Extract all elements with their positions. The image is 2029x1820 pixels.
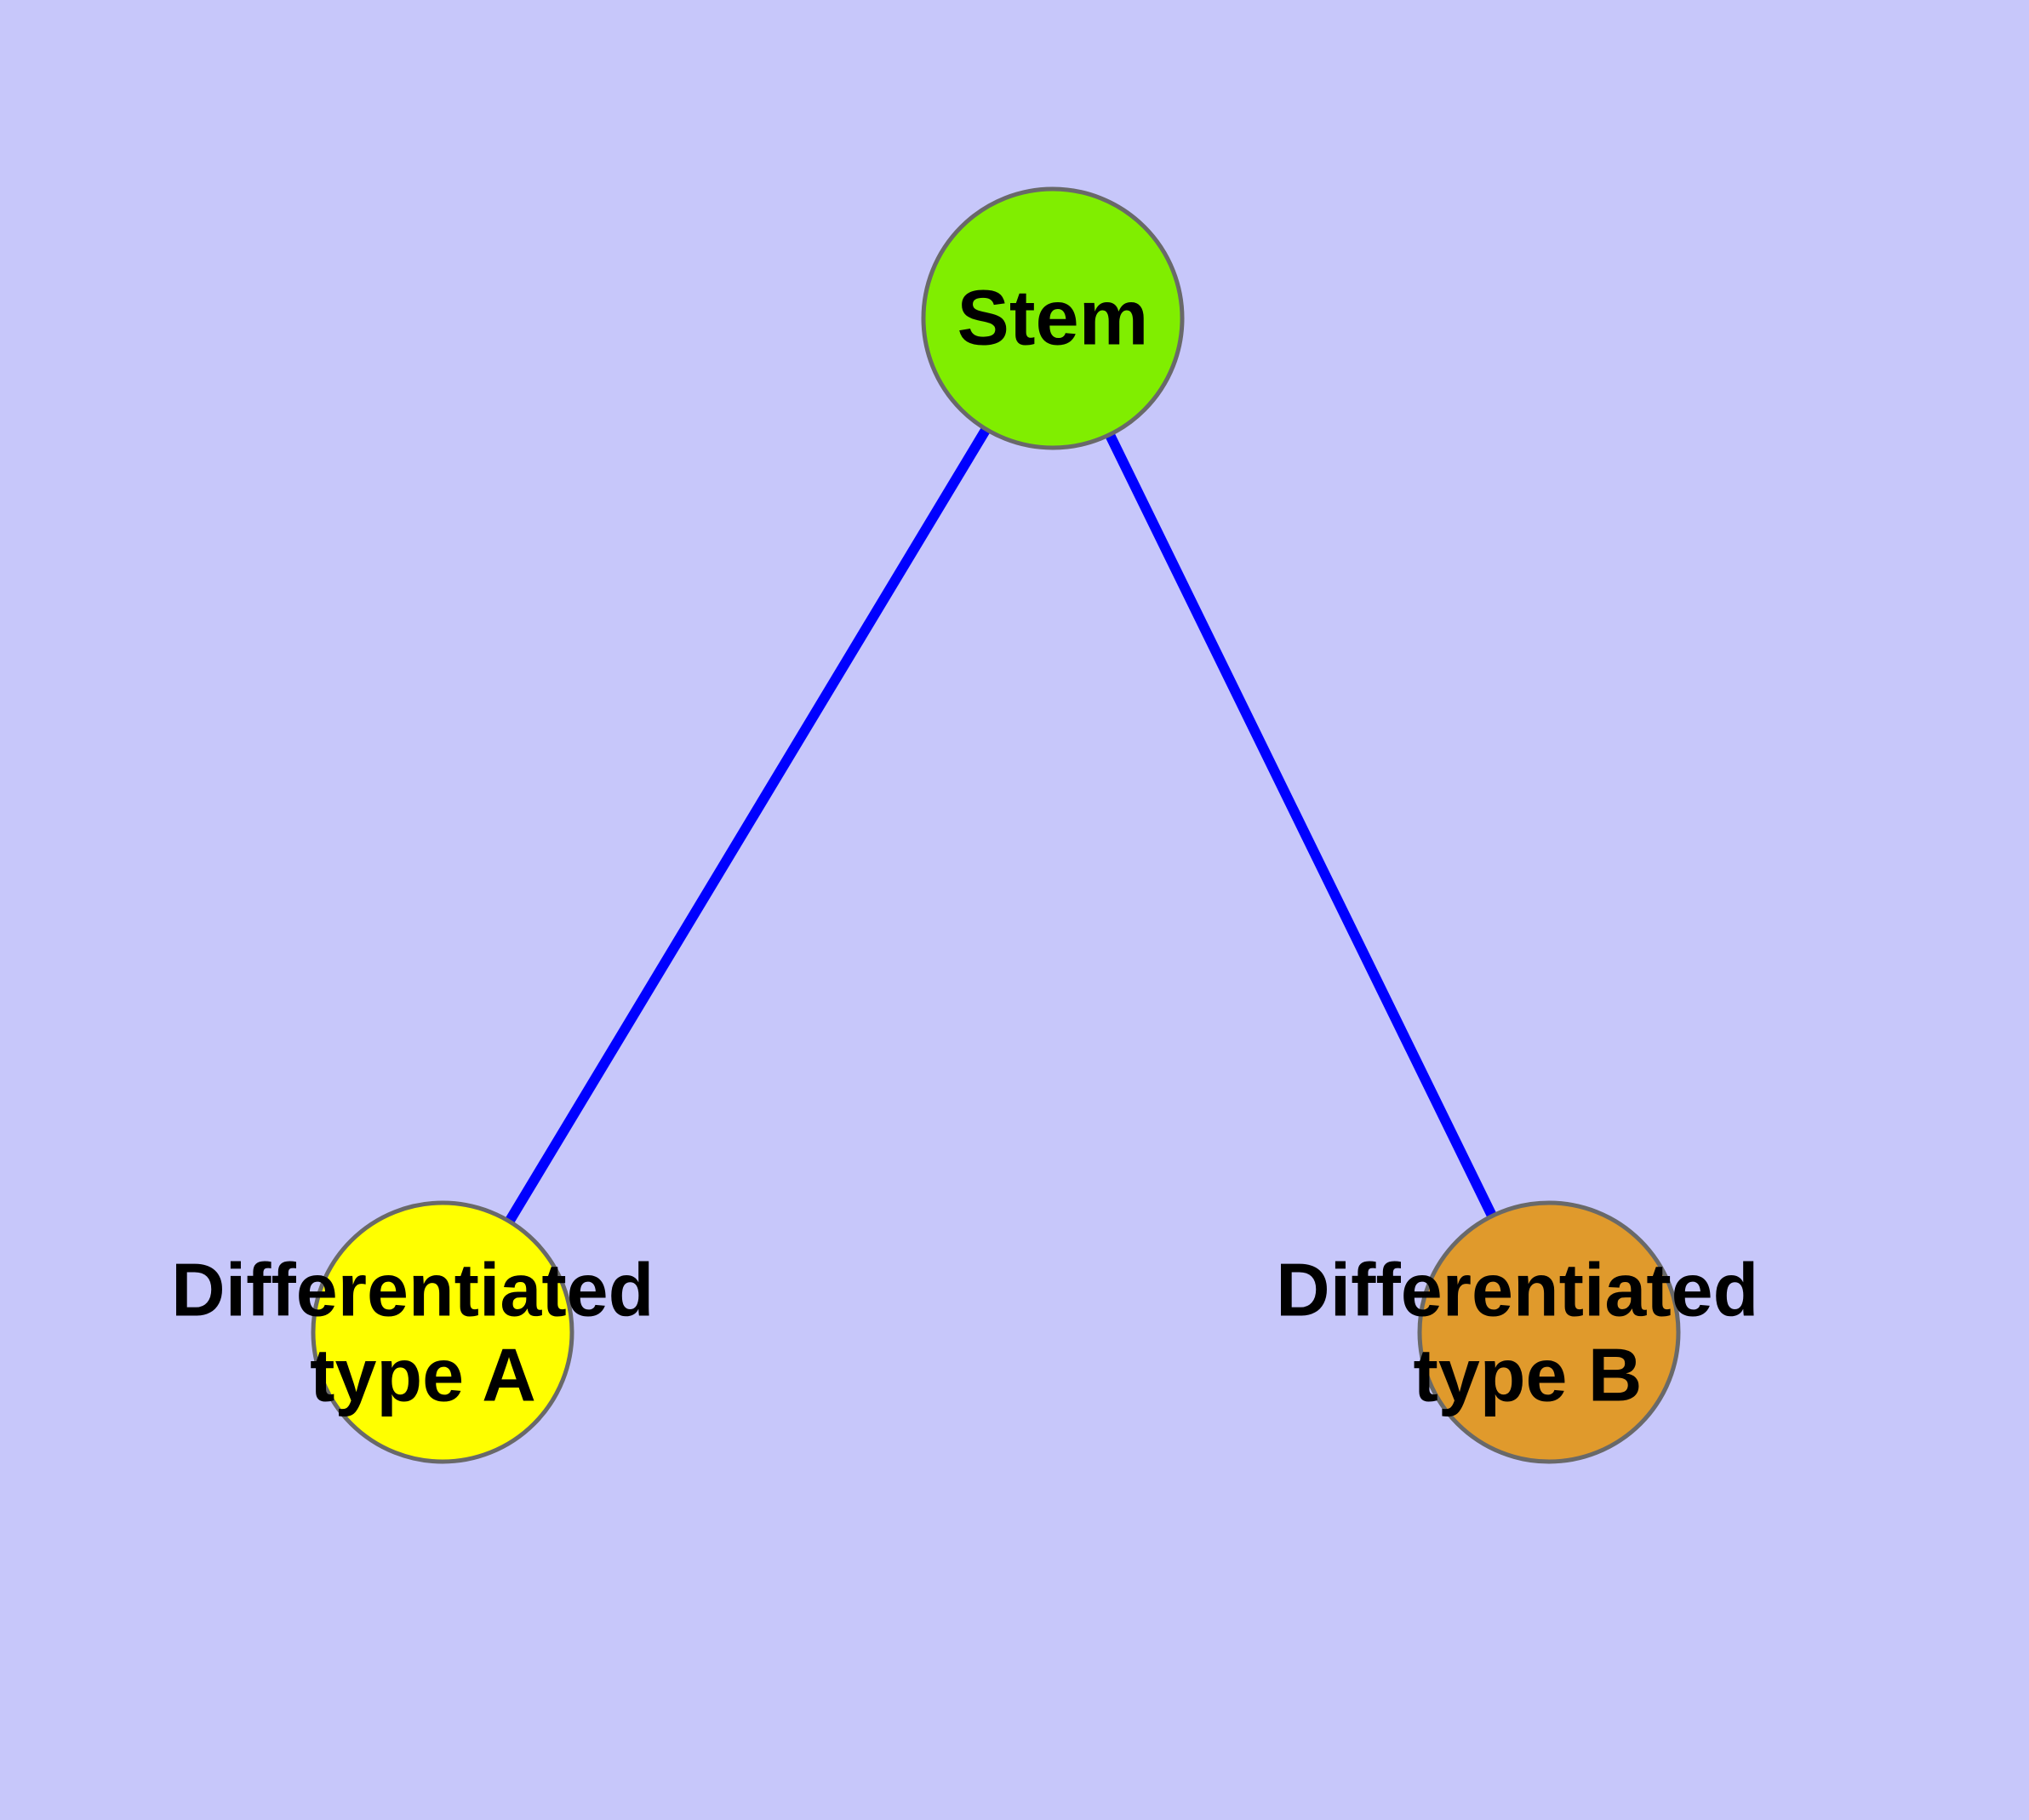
node-label-stem: Stem — [957, 275, 1149, 362]
label-layer: Stem Differentiated type A Differentiate… — [171, 275, 1780, 1417]
node-differentiated-type-b[interactable] — [1417, 1200, 1681, 1464]
node-label-differentiated-type-a: Differentiated type A — [171, 1241, 675, 1417]
node-layer — [311, 186, 1681, 1464]
node-label-a-line1: Differentiated — [171, 1248, 654, 1332]
node-label-b-line1: Differentiated — [1276, 1248, 1758, 1332]
node-label-b-line2: type B — [1414, 1333, 1643, 1417]
edge-layer — [437, 315, 1554, 1336]
node-label-a-line2: type A — [310, 1333, 536, 1417]
node-stem[interactable] — [921, 186, 1185, 450]
node-label-stem-line1: Stem — [957, 275, 1149, 362]
node-differentiated-type-a[interactable] — [311, 1200, 574, 1464]
node-label-differentiated-type-b: Differentiated type B — [1276, 1241, 1780, 1417]
edge-stem-to-differentiated-type-b[interactable] — [1048, 316, 1554, 1335]
edge-stem-to-differentiated-type-a[interactable] — [437, 315, 1058, 1336]
